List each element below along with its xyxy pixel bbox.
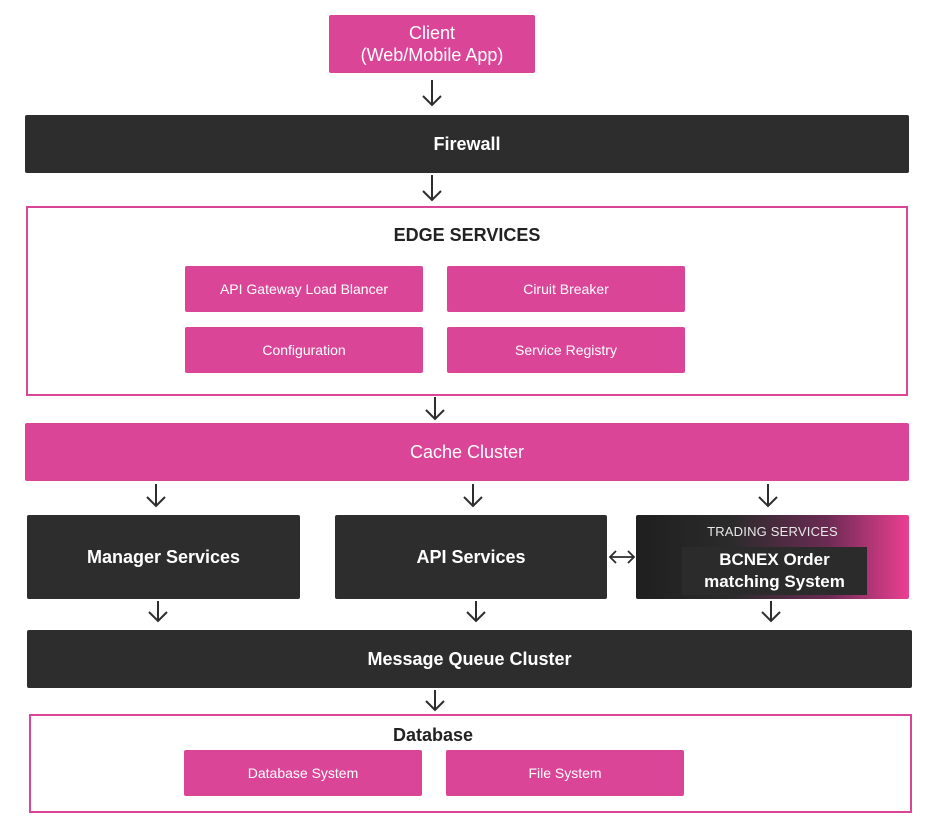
cache-cluster-box: Cache Cluster (25, 423, 909, 481)
arrow-down-icon (423, 395, 447, 425)
client-label-line1: Client (408, 23, 456, 43)
edge-item-label: Configuration (262, 342, 346, 358)
edge-item-service-registry: Service Registry (447, 327, 685, 373)
manager-services-label: Manager Services (86, 546, 241, 567)
file-system-box: File System (446, 750, 684, 796)
database-system-label: Database System (247, 765, 359, 781)
order-matching-system-box: BCNEX Order matching System (682, 547, 867, 595)
arrow-down-icon (464, 599, 488, 629)
manager-services-box: Manager Services (27, 515, 300, 599)
edge-item-label: API Gateway Load Blancer (219, 281, 389, 297)
arrow-down-icon (423, 688, 447, 718)
api-services-label: API Services (416, 546, 526, 567)
arrow-down-icon (756, 482, 780, 512)
edge-item-label: Ciruit Breaker (523, 281, 609, 297)
client-box: Client (Web/Mobile App) (329, 15, 535, 73)
database-system-box: Database System (184, 750, 422, 796)
client-label-line2: (Web/Mobile App) (360, 45, 504, 65)
arrow-down-icon (420, 78, 444, 108)
api-services-box: API Services (335, 515, 607, 599)
database-title: Database (392, 725, 474, 745)
message-queue-cluster-box: Message Queue Cluster (27, 630, 912, 688)
edge-item-configuration: Configuration (185, 327, 423, 373)
arrow-down-icon (461, 482, 485, 512)
order-matching-line2: matching System (704, 572, 845, 591)
message-queue-label: Message Queue Cluster (367, 648, 572, 669)
trading-services-title: TRADING SERVICES (707, 524, 838, 539)
edge-item-label: Service Registry (515, 342, 617, 358)
arrow-down-icon (146, 599, 170, 629)
firewall-box: Firewall (25, 115, 909, 173)
bidirectional-arrow-icon (607, 547, 637, 567)
file-system-label: File System (528, 765, 602, 781)
edge-item-circuit-breaker: Ciruit Breaker (447, 266, 685, 312)
arrow-down-icon (420, 173, 444, 203)
order-matching-line1: BCNEX Order (719, 550, 830, 569)
arrow-down-icon (759, 599, 783, 629)
cache-cluster-label: Cache Cluster (409, 441, 525, 462)
firewall-label: Firewall (433, 133, 501, 154)
arrow-down-icon (144, 482, 168, 512)
trading-services-box: TRADING SERVICES BCNEX Order matching Sy… (636, 515, 909, 599)
edge-item-api-gateway: API Gateway Load Blancer (185, 266, 423, 312)
edge-services-title: EDGE SERVICES (393, 225, 541, 245)
